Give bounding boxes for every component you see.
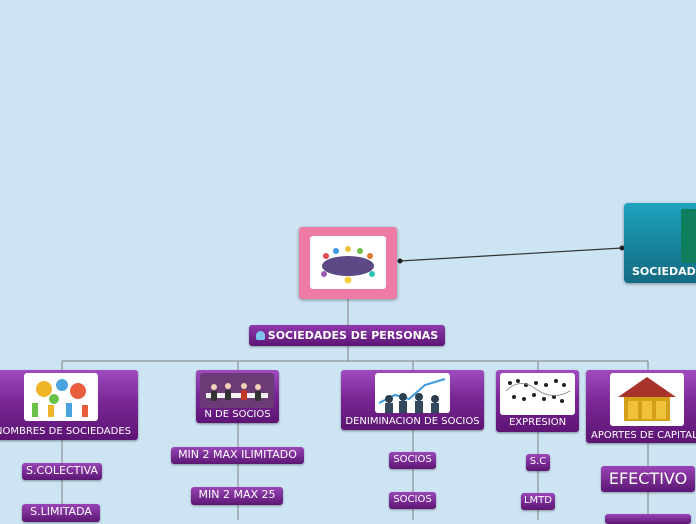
money-house-image: [610, 373, 684, 426]
child-next-stub[interactable]: [605, 514, 691, 524]
child-efectivo[interactable]: EFECTIVO: [601, 466, 695, 492]
sociedades-node[interactable]: SOCIEDADES: [624, 203, 696, 283]
crowd-network-image: [500, 373, 575, 415]
sociedades-image: [681, 209, 696, 263]
child-socios-1[interactable]: SOCIOS: [389, 452, 436, 469]
central-image-node[interactable]: [299, 227, 397, 299]
meeting-people-image: [200, 373, 274, 408]
meeting-table-image: [310, 236, 386, 289]
branch-n-de-socios[interactable]: N DE SOCIOS: [196, 370, 279, 423]
root-node[interactable]: SOCIEDADES DE PERSONAS: [249, 325, 445, 346]
child-min2-max25[interactable]: MIN 2 MAX 25: [191, 487, 283, 505]
sociedades-label: SOCIEDADES: [632, 265, 696, 278]
branch-label: NOMBRES DE SOCIEDADES: [0, 426, 132, 437]
branch-nombres-sociedades[interactable]: NOMBRES DE SOCIEDADES: [0, 370, 138, 440]
root-label: SOCIEDADES DE PERSONAS: [267, 329, 439, 342]
branch-label: DENIMINACION DE SOCIOS: [345, 416, 480, 427]
branch-denominacion-socios[interactable]: DENIMINACION DE SOCIOS: [341, 370, 484, 430]
child-min2-max-ilimitado[interactable]: MIN 2 MAX ILIMITADO: [171, 447, 304, 464]
branch-label: N DE SOCIOS: [204, 409, 271, 420]
child-socios-2[interactable]: SOCIOS: [389, 492, 436, 509]
child-s-limitada[interactable]: S.LIMITADA: [22, 504, 100, 522]
branch-expresion[interactable]: EXPRESION: [496, 370, 579, 432]
child-s-colectiva[interactable]: S.COLECTIVA: [22, 463, 102, 480]
child-lmtd[interactable]: LMTD: [521, 493, 555, 510]
branch-label: APORTES DE CAPITAL: [591, 430, 696, 441]
branch-aportes-capital[interactable]: APORTES DE CAPITAL: [586, 370, 696, 443]
gears-team-image: [24, 373, 98, 421]
branch-label: EXPRESION: [508, 417, 567, 428]
child-sc[interactable]: S.C: [526, 454, 550, 471]
person-icon: [255, 331, 265, 340]
business-group-image: [375, 373, 450, 413]
